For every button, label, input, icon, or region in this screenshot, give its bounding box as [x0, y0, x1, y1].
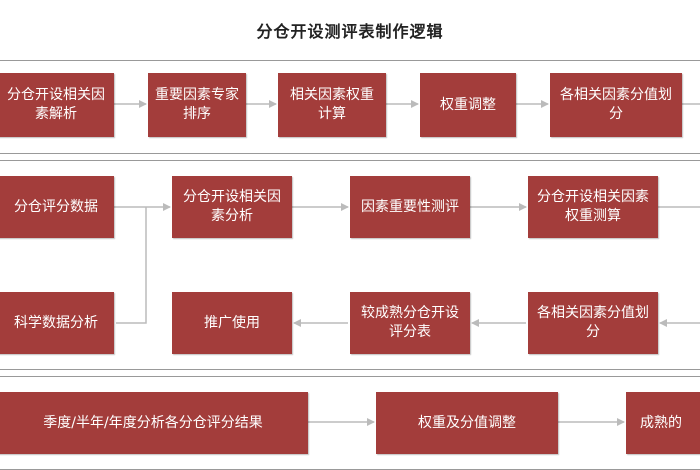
box-score-division: 各相关因素分值划分: [550, 73, 682, 137]
box-importance-test: 因素重要性测评: [350, 176, 470, 238]
box-score-division-2: 各相关因素分值划分: [528, 292, 658, 354]
box-factor-analysis: 分仓开设相关因素解析: [0, 73, 114, 137]
box-promote-use: 推广使用: [172, 292, 292, 354]
box-weight-adjust: 权重调整: [420, 73, 516, 137]
box-weight-score-adjust: 权重及分值调整: [376, 392, 558, 454]
box-weight-calc: 相关因素权重计算: [278, 73, 386, 137]
box-weight-estimate: 分仓开设相关因素权重测算: [528, 176, 658, 238]
box-branch-score-data: 分仓评分数据: [0, 176, 114, 238]
box-periodic-analysis: 季度/半年/年度分析各分仓评分结果: [0, 392, 308, 454]
box-mature-scoresheet: 较成熟分仓开设评分表: [350, 292, 470, 354]
box-expert-ranking: 重要因素专家排序: [148, 73, 246, 137]
box-scientific-analysis: 科学数据分析: [0, 292, 114, 354]
box-mature: 成熟的: [626, 392, 700, 454]
box-factor-analysis-2: 分仓开设相关因素分析: [172, 176, 292, 238]
diagram-title: 分仓开设测评表制作逻辑: [256, 22, 444, 41]
